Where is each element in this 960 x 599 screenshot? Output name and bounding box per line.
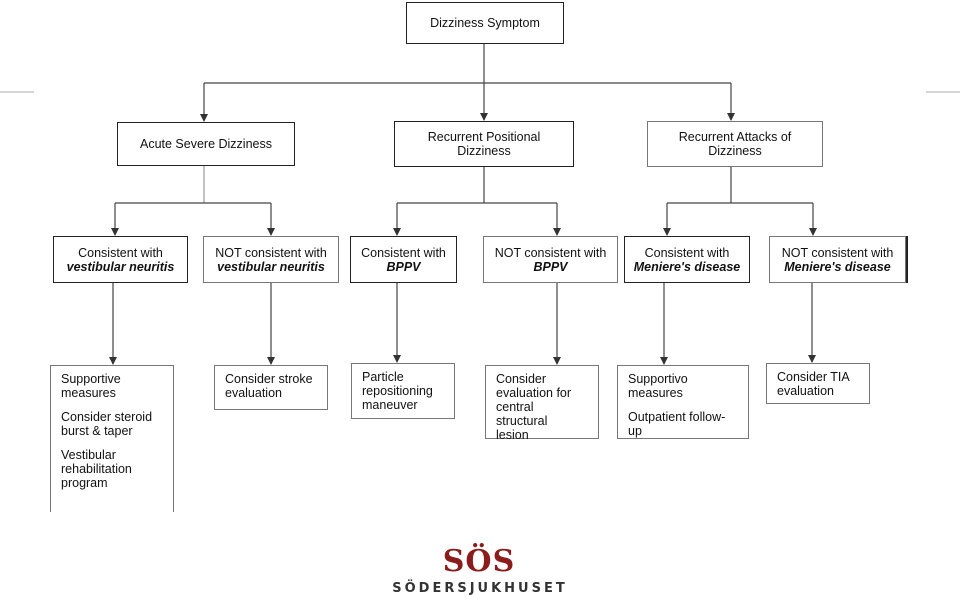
sos-logo-wordmark: SÖDERSJUKHUSET <box>392 581 568 596</box>
root-label: Dizziness Symptom <box>430 16 540 30</box>
outcome-menieres-management: Supportivo measures Outpatient follow-up <box>617 365 749 439</box>
criterion-line2: BPPV <box>533 259 568 274</box>
root-node: Dizziness Symptom <box>406 2 564 44</box>
criterion-line1: NOT consistent with <box>494 245 607 260</box>
criterion-line1: Consistent with <box>644 245 730 260</box>
outcome-particle-repositioning: Particle repositioning maneuver <box>351 363 455 419</box>
sos-logo: SÖS SÖDERSJUKHUSET <box>388 545 572 599</box>
criterion-consistent-vestibular-neuritis: Consistent with vestibular neuritis <box>53 236 188 283</box>
criterion-line1: NOT consistent with <box>781 245 894 260</box>
outcome-tia-evaluation: Consider TIA evaluation <box>766 363 870 404</box>
outcome-item: Consider stroke evaluation <box>225 372 313 400</box>
outcome-vestibular-neuritis: Supportive measures Consider steroid bur… <box>50 365 174 512</box>
category-label: Recurrent Attacks of Dizziness <box>678 130 792 158</box>
outcome-central-lesion: Consider evaluation for central structur… <box>485 365 599 442</box>
outcome-item: Supportivo measures <box>628 372 688 400</box>
criterion-line2: vestibular neuritis <box>217 259 325 274</box>
outcome-item: Consider steroid burst & taper <box>61 410 153 438</box>
outcome-item: Outpatient follow-up <box>628 410 726 438</box>
criterion-not-consistent-menieres: NOT consistent with Meniere's disease <box>769 236 906 283</box>
right-divider <box>926 91 960 93</box>
criterion-consistent-menieres: Consistent with Meniere's disease <box>624 236 750 283</box>
criterion-line2: Meniere's disease <box>784 259 891 274</box>
criterion-line1: NOT consistent with <box>215 245 327 260</box>
outcome-item: Supportive measures <box>61 372 121 400</box>
criterion-not-consistent-bppv: NOT consistent with BPPV <box>483 236 618 283</box>
outcome-item: Consider evaluation for central structur… <box>496 372 572 442</box>
criterion-line1: Consistent with <box>361 245 446 260</box>
category-recurrent-attacks: Recurrent Attacks of Dizziness <box>647 121 823 167</box>
criterion-not-consistent-vestibular-neuritis: NOT consistent with vestibular neuritis <box>203 236 339 283</box>
outcome-item: Consider TIA evaluation <box>777 370 850 398</box>
criterion-line2: Meniere's disease <box>633 259 741 274</box>
left-divider <box>0 91 34 93</box>
outcome-stroke-evaluation: Consider stroke evaluation <box>214 365 328 410</box>
category-label: Recurrent Positional Dizziness <box>427 130 541 158</box>
outcome-item: Particle repositioning maneuver <box>362 370 433 412</box>
criterion-line2: BPPV <box>386 259 421 274</box>
outcome-item: Vestibular rehabilitation program <box>61 448 132 490</box>
sos-logo-mark-text: SÖS <box>442 544 516 579</box>
criterion-line2: vestibular neuritis <box>66 259 175 274</box>
criterion-line1: Consistent with <box>78 245 163 260</box>
criterion-consistent-bppv: Consistent with BPPV <box>350 236 457 283</box>
category-recurrent-positional: Recurrent Positional Dizziness <box>394 121 574 167</box>
category-acute-severe: Acute Severe Dizziness <box>117 122 295 166</box>
category-label: Acute Severe Dizziness <box>139 137 272 151</box>
sos-logo-mark: SÖS <box>442 544 516 579</box>
